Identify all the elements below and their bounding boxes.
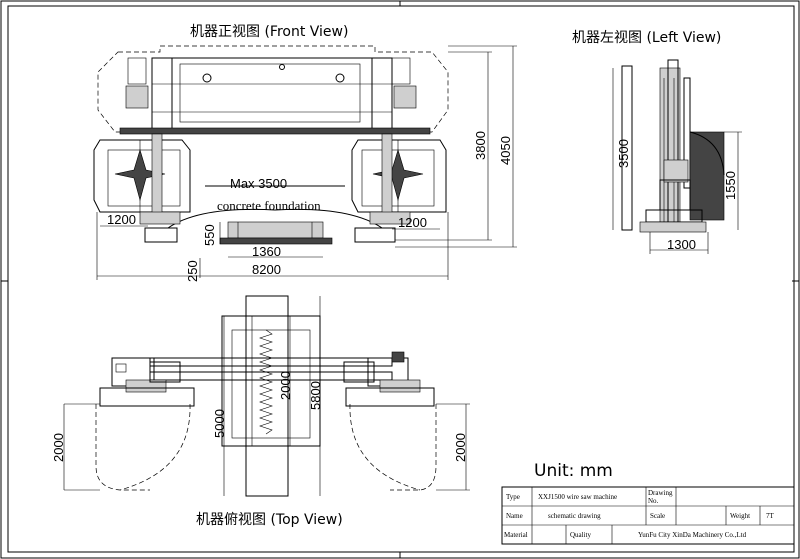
- scale-label: Scale: [650, 512, 665, 520]
- top-view-title: 机器俯视图 (Top View): [196, 512, 343, 528]
- drawing-frame: [7, 5, 795, 553]
- quality-label: Quality: [570, 531, 591, 539]
- h2000-left-dim: 2000: [51, 433, 66, 462]
- w1360-dim: 1360: [252, 244, 281, 259]
- right-1200-dim: 1200: [398, 215, 427, 230]
- h3500-dim: 3500: [616, 139, 631, 168]
- concrete-foundation-label: concrete foundation: [217, 198, 321, 213]
- h2000-mid-dim: 2000: [278, 371, 293, 400]
- name-label: Name: [506, 512, 523, 520]
- title-block: Type XXJ1500 wire saw machine Drawing No…: [501, 486, 795, 545]
- drawing-no-label-2: No.: [648, 497, 659, 505]
- h5800-dim: 5800: [308, 381, 323, 410]
- left-view-title: 机器左视图 (Left View): [572, 30, 721, 46]
- name-value: schematic drawing: [548, 512, 601, 520]
- h550-dim: 550: [202, 224, 217, 246]
- drawing-no-label-1: Drawing: [648, 489, 673, 497]
- type-value: XXJ1500 wire saw machine: [538, 493, 617, 501]
- weight-value: 7T: [766, 512, 775, 520]
- unit-label: Unit: mm: [534, 461, 613, 481]
- h2000-right-dim: 2000: [453, 433, 468, 462]
- top-view: 2000 5000 2000 5800 2000 机器俯视图 (Top View…: [51, 295, 470, 528]
- left-1200-dim: 1200: [107, 212, 136, 227]
- h1550-dim: 1550: [723, 171, 738, 200]
- type-label: Type: [506, 493, 520, 501]
- front-view: 机器正视图 (Front View) Max 3500: [93, 24, 517, 282]
- h4050-dim: 4050: [498, 136, 513, 165]
- w8200-dim: 8200: [252, 262, 281, 277]
- front-view-title: 机器正视图 (Front View): [190, 24, 348, 40]
- material-label: Material: [504, 531, 528, 539]
- left-view: 机器左视图 (Left View) 3500 1550 1300: [572, 30, 742, 254]
- w1300-dim: 1300: [667, 237, 696, 252]
- weight-label: Weight: [730, 512, 750, 520]
- h5000-dim: 5000: [212, 409, 227, 438]
- max-span-label: Max 3500: [230, 176, 287, 191]
- company-name: YunFu City XinDa Machinery Co.,Ltd: [638, 531, 747, 539]
- h3800-dim: 3800: [473, 131, 488, 160]
- h250-dim: 250: [185, 260, 200, 282]
